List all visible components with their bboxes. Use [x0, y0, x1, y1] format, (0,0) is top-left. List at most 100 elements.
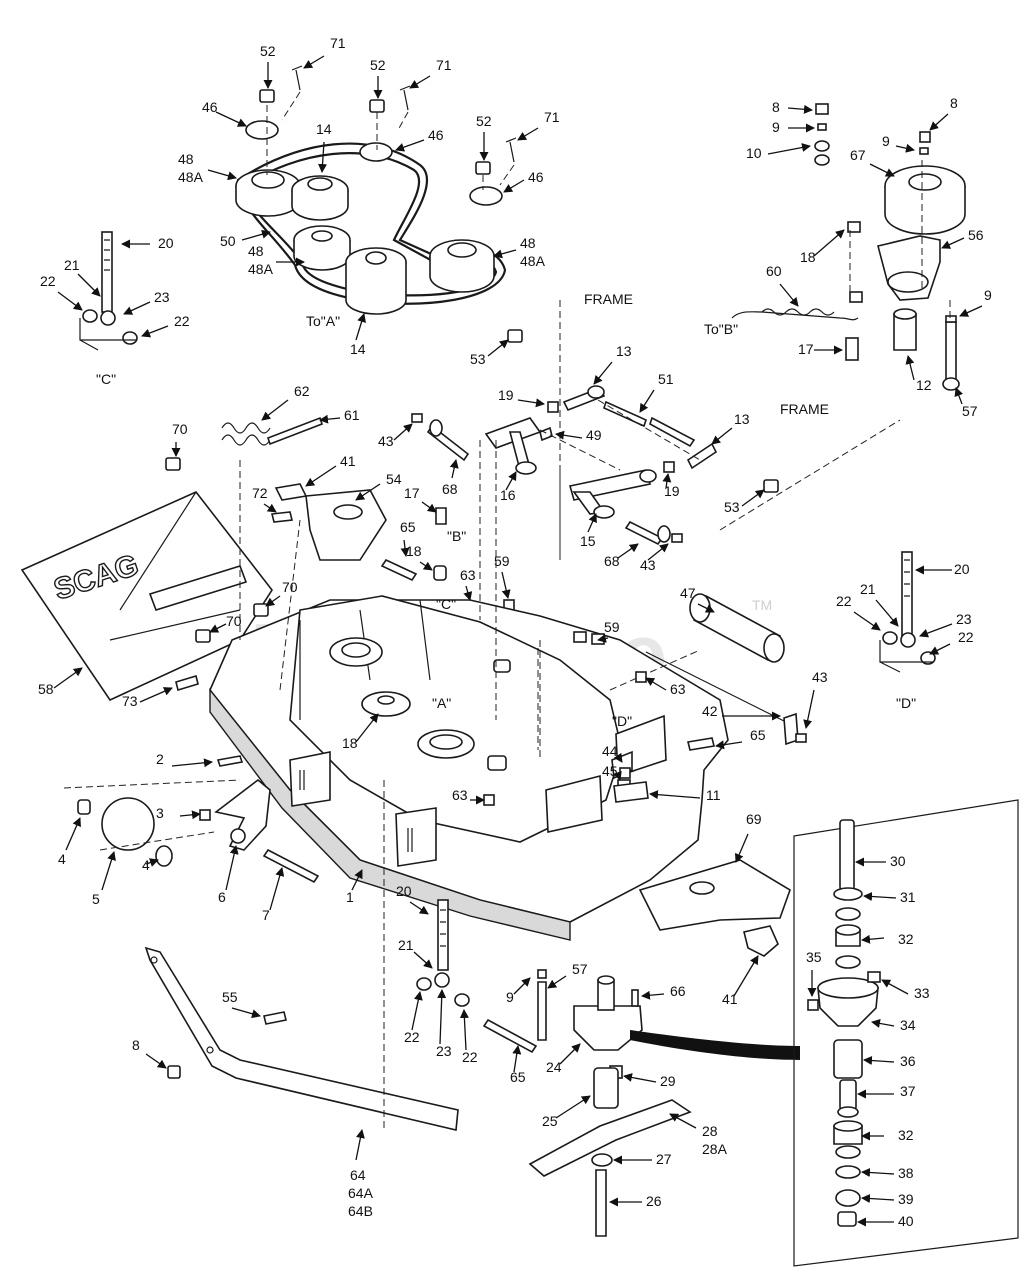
leader-arrow-49	[555, 430, 583, 440]
bolt-17-b	[435, 507, 447, 525]
leader-arrow-46	[503, 179, 525, 193]
callout-33: 33	[914, 985, 930, 1001]
leader-arrow-70	[265, 595, 281, 607]
washer-59-b	[573, 631, 587, 643]
nut-8-c	[167, 1065, 181, 1079]
callout-70: 70	[282, 579, 298, 595]
callout-59: 59	[604, 619, 620, 635]
bolt-57-b	[537, 981, 547, 1041]
label-a-1: "A"	[432, 695, 451, 711]
spacer-31	[833, 887, 863, 901]
height-adjust-rod-lower	[416, 899, 470, 1007]
leader-arrow-38	[861, 1168, 895, 1177]
leader-arrow-31	[863, 892, 897, 901]
callout-18: 18	[342, 735, 358, 751]
callout-29: 29	[660, 1073, 676, 1089]
leader-arrow-57	[547, 975, 567, 989]
leader-arrow-64	[355, 1129, 365, 1161]
leader-arrow-68	[617, 543, 639, 559]
leader-arrow-10	[767, 143, 811, 155]
callout-48: 48	[520, 235, 536, 251]
leader-arrow-6	[225, 845, 239, 891]
leader-arrow-60	[779, 283, 799, 307]
callout-54: 54	[386, 471, 402, 487]
leader-arrow-18	[419, 561, 433, 571]
callout-23: 23	[154, 289, 170, 305]
leader-arrow-32	[861, 934, 885, 944]
callout-57: 57	[572, 961, 588, 977]
leader-arrow-4	[65, 817, 81, 851]
callout-13: 13	[616, 343, 632, 359]
callout-15: 15	[580, 533, 596, 549]
callout-14: 14	[350, 341, 366, 357]
callout-68: 68	[604, 553, 620, 569]
leader-arrow-70	[209, 623, 227, 633]
callout-6: 6	[218, 889, 226, 905]
callout-14: 14	[316, 121, 332, 137]
leader-arrow-57	[954, 387, 964, 405]
leader-arrow-55	[231, 1007, 261, 1019]
bolt-43-c	[795, 733, 807, 743]
leader-arrow-66	[641, 990, 665, 1000]
belt-guard-54	[305, 489, 387, 561]
bushing-46-c	[469, 186, 503, 206]
bolt-43-b	[671, 533, 683, 543]
lift-arm-16	[484, 417, 542, 475]
seal-38	[835, 1165, 861, 1179]
label-b-1: "B"	[447, 528, 466, 544]
lift-linkage	[411, 300, 779, 560]
callout-17: 17	[798, 341, 814, 357]
leader-arrow-43	[647, 543, 669, 561]
callout-72: 72	[252, 485, 268, 501]
washer-9-a	[817, 123, 827, 131]
callout-57: 57	[962, 403, 978, 419]
leader-arrow-19	[517, 398, 545, 408]
discharge-shield-58: SCAG	[20, 491, 273, 702]
callout-10: 10	[746, 145, 762, 161]
callout-18: 18	[800, 249, 816, 265]
label-c-2: "C"	[436, 596, 456, 612]
height-adjust-rod-right	[879, 551, 936, 673]
callout-71: 71	[436, 57, 452, 73]
washer-9-b	[919, 147, 929, 155]
callout-41: 41	[340, 453, 356, 469]
leader-arrow-34	[871, 1019, 895, 1028]
leader-arrow-22	[929, 643, 951, 655]
bolt-43-a	[411, 413, 423, 423]
spindle-shaft-30	[839, 819, 855, 891]
pin-68-b	[624, 520, 664, 546]
plug-35	[807, 999, 819, 1011]
callout-46: 46	[528, 169, 544, 185]
callout-64: 64	[350, 1167, 366, 1183]
bracket-11	[613, 781, 649, 803]
bushing-46-a	[245, 120, 279, 140]
bolt-4-a	[77, 799, 91, 815]
leader-arrow-61	[319, 414, 341, 424]
callout-28: 28	[702, 1123, 718, 1139]
callout-52: 52	[476, 113, 492, 129]
label-to-a: To"A"	[306, 313, 340, 329]
leader-arrow-62	[261, 399, 289, 421]
callout-65: 65	[400, 519, 416, 535]
callout-20: 20	[954, 561, 970, 577]
callout-9: 9	[882, 133, 890, 149]
leader-arrow-8	[929, 113, 949, 131]
spring-62	[221, 422, 271, 446]
key-66	[631, 989, 639, 1007]
leader-arrow-56	[941, 237, 965, 249]
callout-22: 22	[836, 593, 852, 609]
bolt-4-b	[155, 845, 173, 867]
label-frame-2: FRAME	[780, 401, 829, 417]
spindle-housing-24	[573, 1005, 643, 1051]
leader-arrow-22	[411, 991, 423, 1031]
callout-58: 58	[38, 681, 54, 697]
callout-63: 63	[452, 787, 468, 803]
leader-arrow-1	[351, 869, 363, 891]
leader-arrow-22	[459, 1009, 469, 1051]
callout-12: 12	[916, 377, 932, 393]
callout-46: 46	[202, 99, 218, 115]
washer-9-d	[537, 969, 547, 979]
nut-52-c	[475, 161, 491, 175]
